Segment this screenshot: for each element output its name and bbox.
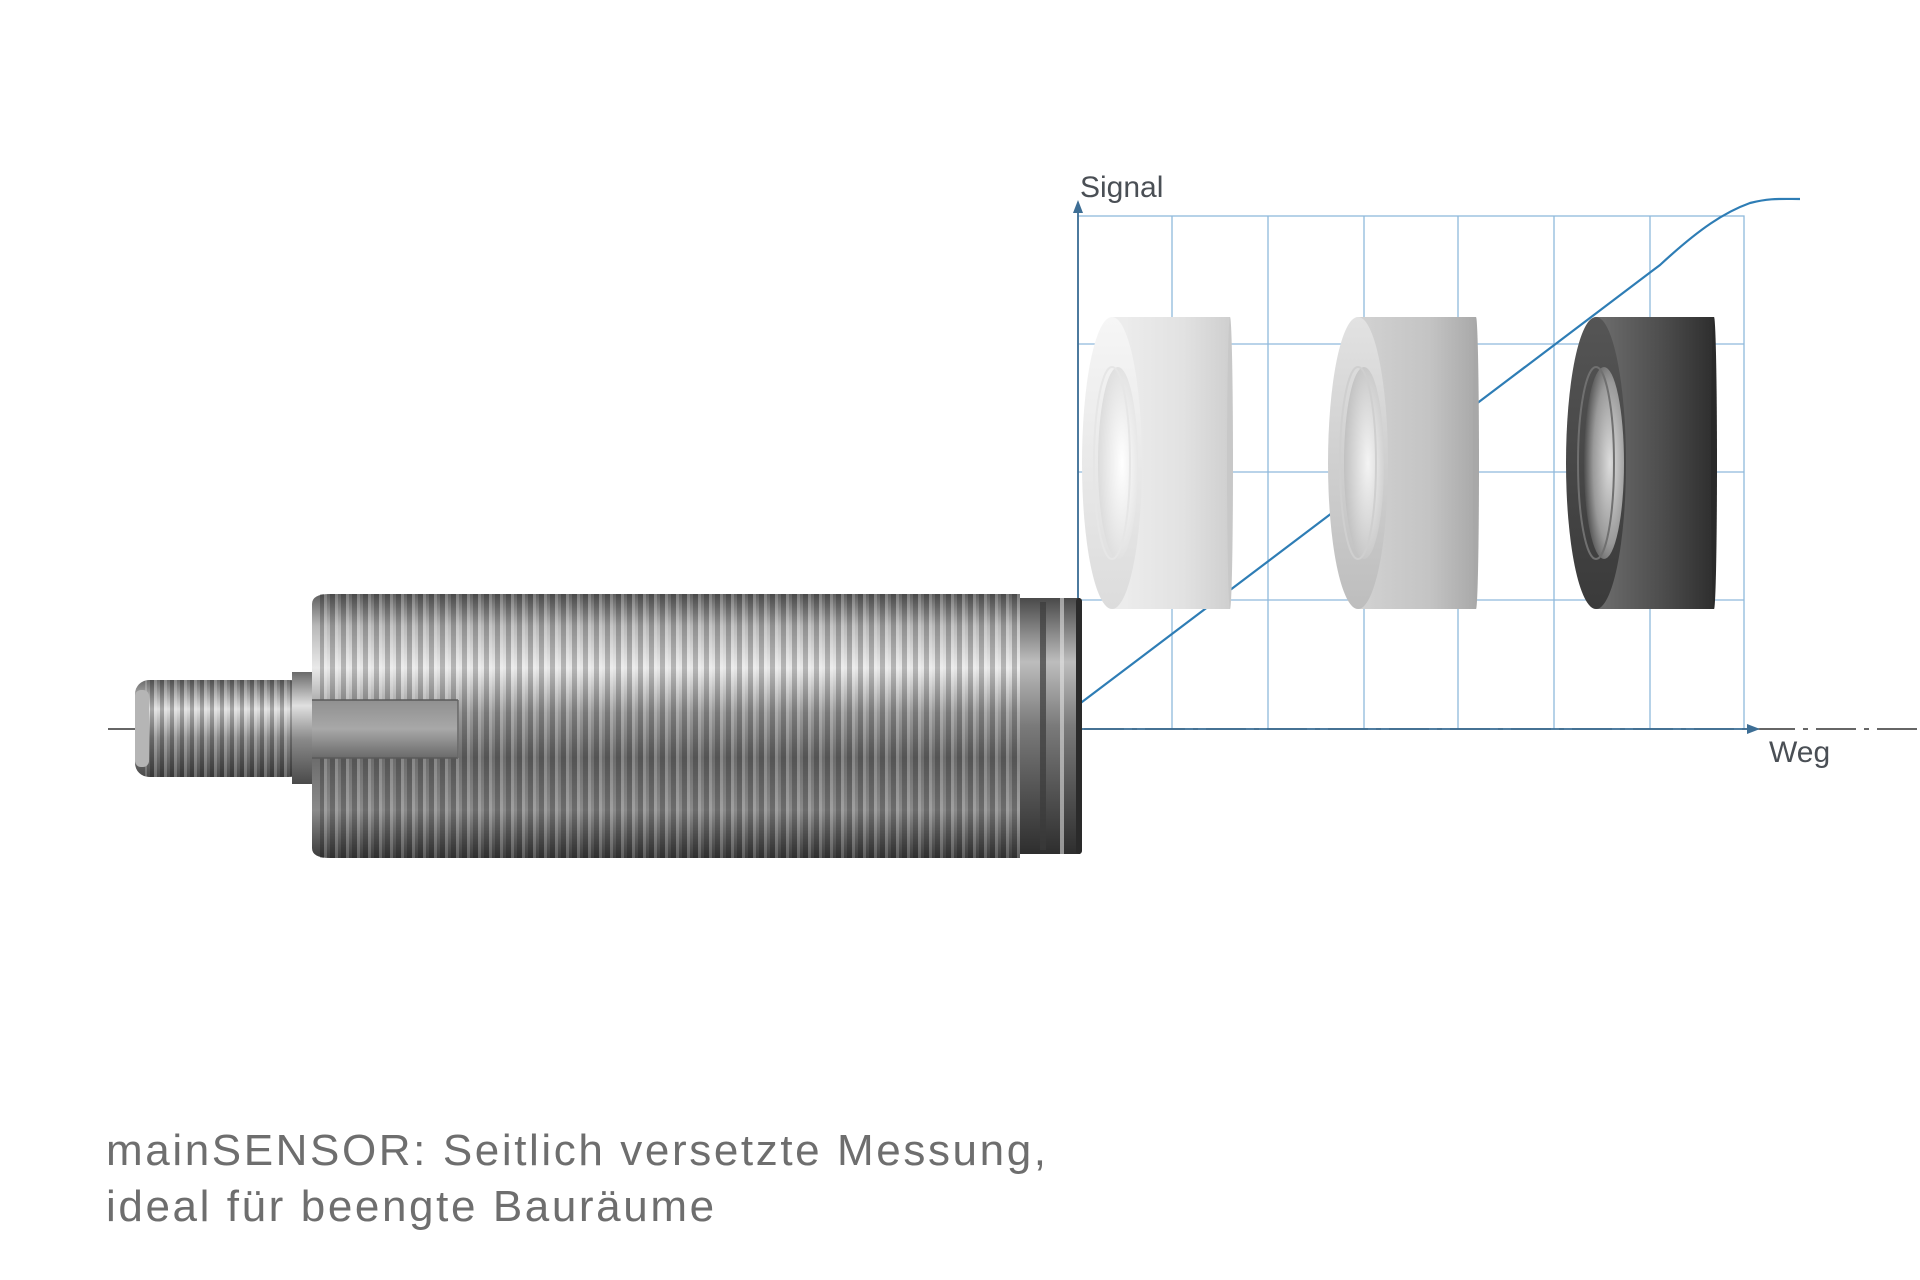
- caption: mainSENSOR: Seitlich versetzte Messung, …: [106, 1123, 1049, 1235]
- target-ring-dark: [1566, 317, 1717, 609]
- hex-flat: [312, 700, 458, 758]
- x-axis-label: Weg: [1769, 736, 1830, 769]
- sensor-face: [1076, 598, 1082, 854]
- signal-curve: [1077, 197, 1801, 706]
- y-axis-label: Signal: [1080, 171, 1163, 204]
- sensor-front: [1020, 598, 1080, 854]
- x-axis-arrow-icon: [1747, 724, 1760, 734]
- sensor-body: [135, 594, 1082, 858]
- caption-line-1: mainSENSOR: Seitlich versetzte Messung,: [106, 1126, 1049, 1175]
- y-axis-arrow-icon: [1073, 200, 1083, 213]
- caption-line-2: ideal für beengte Bauräume: [106, 1182, 717, 1231]
- target-ring-light: [1082, 317, 1233, 609]
- target-ring-medium: [1328, 317, 1479, 609]
- connector-neck: [292, 672, 312, 784]
